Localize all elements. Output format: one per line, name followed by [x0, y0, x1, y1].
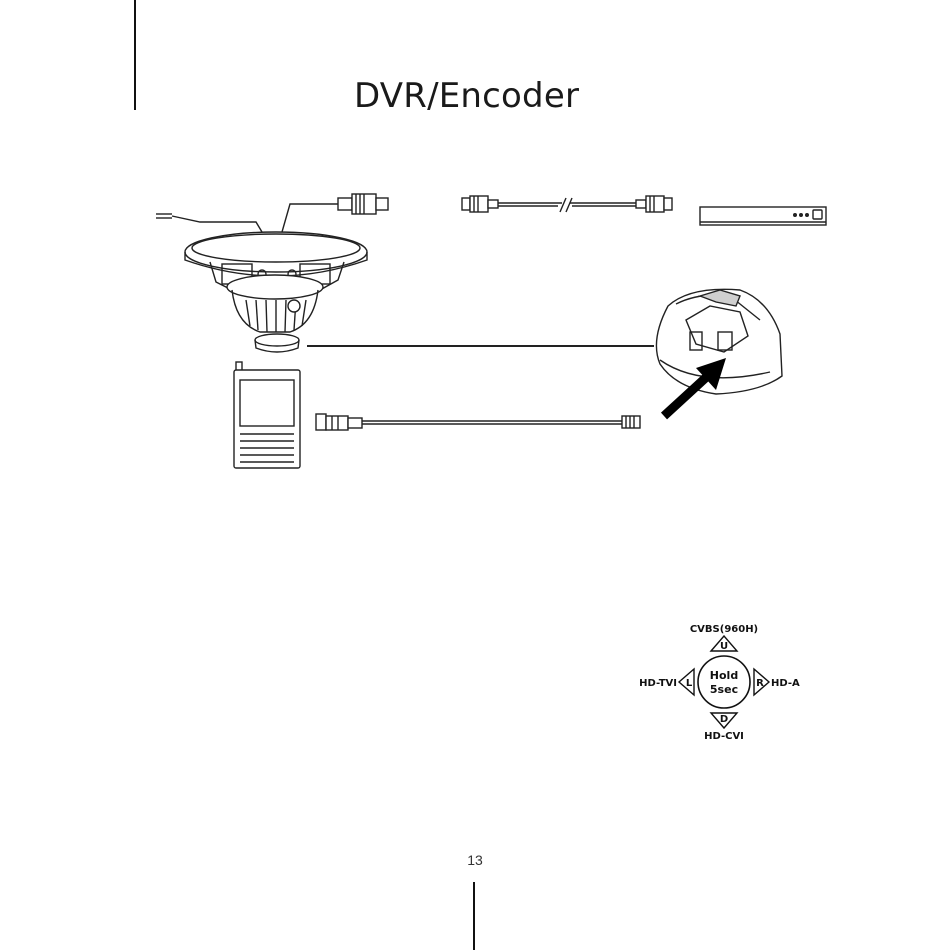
page-number: 13 — [462, 852, 488, 868]
joystick-5sec-label: 5sec — [710, 683, 738, 696]
test-cable-icon — [316, 414, 640, 430]
joystick-icon: Hold 5sec U D L R CVBS(960H) HD-CVI HD-T… — [639, 624, 800, 742]
dome-camera-icon — [156, 194, 388, 352]
test-monitor-icon — [234, 362, 300, 468]
joystick-center — [698, 656, 750, 708]
joystick-right-label: HD-A — [771, 678, 800, 689]
joystick-down-key: D — [720, 714, 728, 725]
joystick-up-key: U — [720, 641, 728, 652]
joystick-up-label: CVBS(960H) — [690, 624, 758, 635]
bnc-cable-icon — [462, 196, 672, 212]
joystick-right-key: R — [756, 678, 764, 689]
dvr-recorder-icon — [700, 207, 826, 225]
joystick-left-key: L — [686, 678, 693, 689]
joystick-left-label: HD-TVI — [639, 678, 677, 689]
joystick-hold-label: Hold — [710, 669, 738, 682]
joystick-down-label: HD-CVI — [704, 731, 744, 742]
